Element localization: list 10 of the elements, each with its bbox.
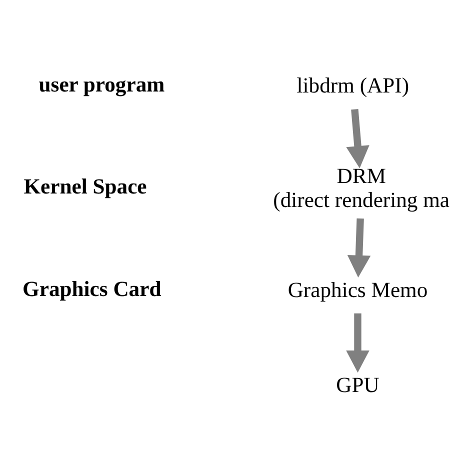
arrow bbox=[346, 109, 370, 168]
arrow bbox=[346, 313, 370, 373]
node-text: libdrm (API) bbox=[296, 74, 410, 98]
node-text: Graphics Memo bbox=[288, 278, 428, 302]
label: Kernel Space bbox=[24, 174, 147, 199]
node-text: DRM (direct rendering ma bbox=[273, 164, 450, 212]
arrow bbox=[347, 218, 371, 278]
label: user program bbox=[38, 72, 165, 97]
node-text: GPU bbox=[336, 372, 380, 397]
label: Graphics Card bbox=[22, 276, 162, 301]
